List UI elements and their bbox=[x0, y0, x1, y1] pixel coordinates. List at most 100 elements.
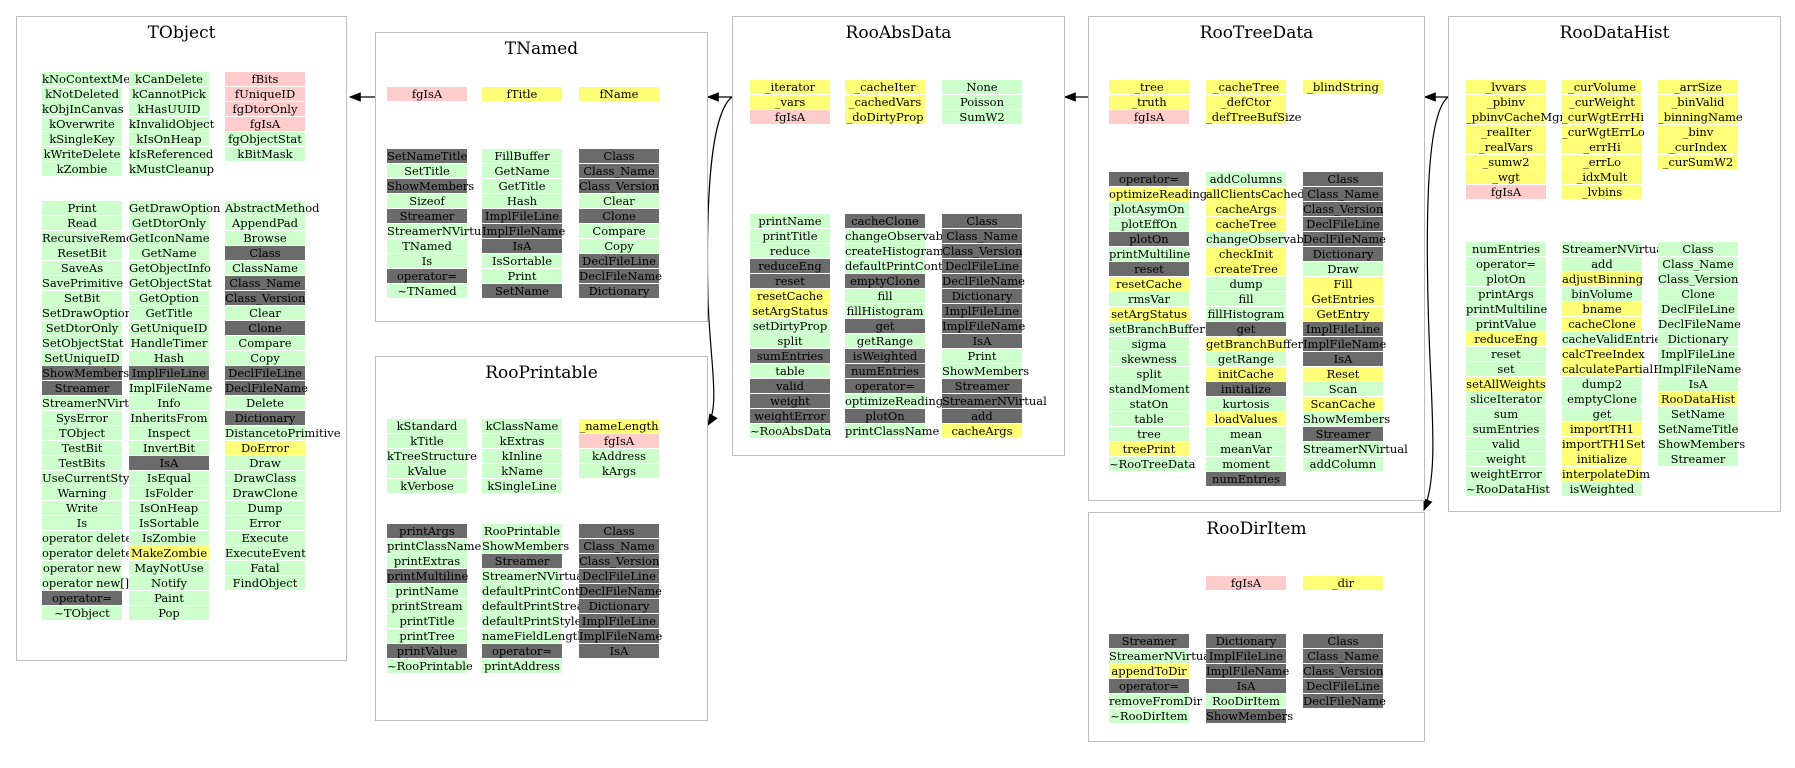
member-item: calculatePartialBinVolume bbox=[1562, 362, 1716, 376]
member-item: GetEntries bbox=[1303, 292, 1383, 306]
member-item: StreamerNVirtual bbox=[42, 396, 147, 410]
member-item: moment bbox=[1206, 457, 1286, 471]
member-item: appendToDir bbox=[1109, 664, 1189, 678]
class-title: TObject bbox=[147, 23, 216, 43]
member-item: statOn bbox=[1109, 397, 1189, 411]
member-item: meanVar bbox=[1206, 442, 1286, 456]
member-item: IsA bbox=[129, 456, 209, 470]
member-column: fTitle bbox=[482, 87, 562, 102]
member-item: bname bbox=[1562, 302, 1642, 316]
member-item: add bbox=[1562, 257, 1642, 271]
member-item: RooDataHist bbox=[1658, 392, 1738, 406]
member-item: Hash bbox=[482, 194, 562, 208]
member-item: DeclFileName bbox=[225, 381, 308, 395]
member-item: calcTreeIndex bbox=[1562, 347, 1645, 361]
member-item: Class bbox=[579, 524, 659, 538]
member-item: _nameLength bbox=[579, 419, 659, 433]
member-item: printMultiline bbox=[1109, 247, 1191, 261]
member-item: mean bbox=[1206, 427, 1286, 441]
member-item: printName bbox=[387, 584, 467, 598]
member-item: _binValid bbox=[1658, 95, 1738, 109]
member-item: DoError bbox=[225, 441, 305, 455]
member-column: fgIsA bbox=[387, 87, 467, 102]
member-item: Class bbox=[1303, 172, 1383, 186]
member-item: Inspect bbox=[129, 426, 209, 440]
member-item: ~TObject bbox=[42, 606, 122, 620]
member-item: SetTitle bbox=[387, 164, 467, 178]
member-item: ImplFileName bbox=[1303, 337, 1387, 351]
member-item: Streamer bbox=[42, 381, 122, 395]
member-item: fBits bbox=[225, 72, 305, 86]
member-item: Class_Name bbox=[942, 229, 1022, 243]
member-item: skewness bbox=[1109, 352, 1189, 366]
member-item: fgIsA bbox=[1466, 185, 1546, 199]
member-item: cacheTree bbox=[1206, 217, 1286, 231]
member-item: ShowMembers bbox=[482, 539, 570, 553]
member-item: Draw bbox=[1303, 262, 1383, 276]
member-item: IsSortable bbox=[482, 254, 562, 268]
member-item: Sizeof bbox=[387, 194, 467, 208]
member-item: ImplFileLine bbox=[1303, 322, 1383, 336]
member-item: Print bbox=[482, 269, 562, 283]
member-item: Streamer bbox=[482, 554, 562, 568]
member-item: Class_Name bbox=[1658, 257, 1738, 271]
member-item: _curIndex bbox=[1658, 140, 1738, 154]
member-item: Scan bbox=[1303, 382, 1383, 396]
member-item: cacheValidEntries bbox=[1562, 332, 1668, 346]
member-item: Clear bbox=[225, 306, 305, 320]
member-item: plotOn bbox=[1109, 232, 1189, 246]
member-item: Class bbox=[579, 149, 659, 163]
member-item: Class bbox=[942, 214, 1022, 228]
member-item: optimizeReadingWithCaching bbox=[1109, 187, 1283, 201]
member-item: GetObjectInfo bbox=[129, 261, 211, 275]
member-item: reduceEng bbox=[1466, 332, 1546, 346]
member-item: addColumn bbox=[1303, 457, 1383, 471]
member-item: printExtras bbox=[387, 554, 467, 568]
member-item: Clone bbox=[1658, 287, 1738, 301]
member-item: kInvalidObject bbox=[129, 117, 215, 131]
member-item: ImplFileName bbox=[942, 319, 1026, 333]
member-item: DeclFileName bbox=[1303, 694, 1386, 708]
member-item: valid bbox=[750, 379, 830, 393]
member-item: fgIsA bbox=[1206, 576, 1286, 590]
member-item: weight bbox=[750, 394, 830, 408]
member-item: binVolume bbox=[1562, 287, 1642, 301]
member-item: operator= bbox=[1109, 679, 1189, 693]
member-item: _lvbins bbox=[1562, 185, 1642, 199]
member-item: printArgs bbox=[1466, 287, 1546, 301]
member-item: Class_Version bbox=[1658, 272, 1739, 286]
member-column: _blindString bbox=[1303, 80, 1383, 95]
member-item: optimizeReadingWithCaching bbox=[845, 394, 1019, 408]
member-item: ~TNamed bbox=[387, 284, 467, 298]
member-item: Class_Name bbox=[579, 539, 659, 553]
member-item: Compare bbox=[225, 336, 305, 350]
member-item: fgDtorOnly bbox=[225, 102, 305, 116]
member-item: MayNotUse bbox=[129, 561, 209, 575]
member-item: kValue bbox=[387, 464, 467, 478]
member-item: allClientsCached bbox=[1206, 187, 1305, 201]
member-item: reduce bbox=[750, 244, 830, 258]
member-item: Draw bbox=[225, 456, 305, 470]
member-item: _vars bbox=[750, 95, 830, 109]
member-item: kInline bbox=[482, 449, 562, 463]
member-item: reduceEng bbox=[750, 259, 830, 273]
member-item: defaultPrintContents bbox=[845, 259, 968, 273]
member-column: _lvvars_pbinv_pbinvCacheMgr_realIter_rea… bbox=[1466, 80, 1565, 200]
member-item: Copy bbox=[579, 239, 659, 253]
member-item: ImplFileLine bbox=[1206, 649, 1286, 663]
member-item: Dump bbox=[225, 501, 305, 515]
member-item: _blindString bbox=[1303, 80, 1383, 94]
member-item: kMustCleanup bbox=[129, 162, 214, 176]
member-item: Dictionary bbox=[1206, 634, 1286, 648]
